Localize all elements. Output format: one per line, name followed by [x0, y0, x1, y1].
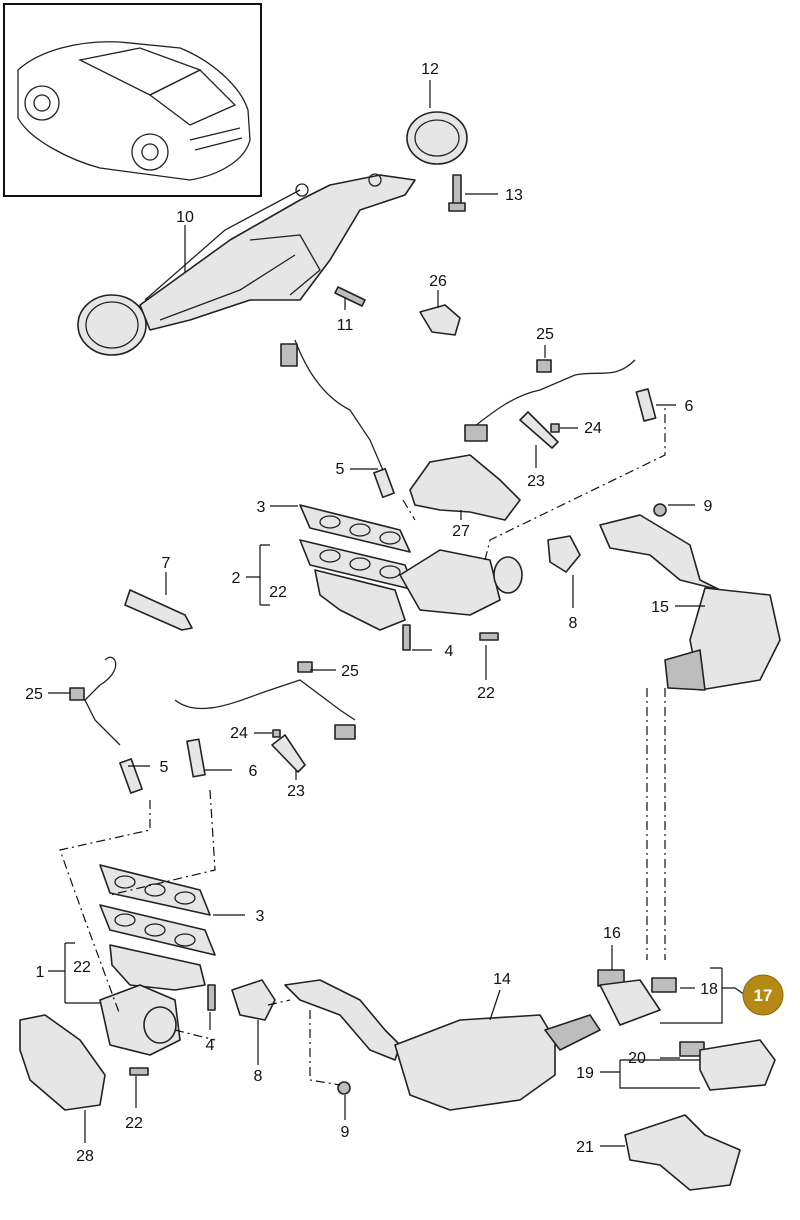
dashed-guide	[174, 1029, 216, 1041]
callout-27[interactable]: 27	[452, 523, 470, 540]
callout-20[interactable]: 20	[628, 1050, 646, 1067]
dashed-guide	[646, 688, 666, 960]
dashed-guide	[402, 499, 416, 521]
callout-22-upper[interactable]: 22	[477, 685, 495, 702]
callout-12[interactable]: 12	[421, 61, 439, 78]
highlight-badge-17[interactable]: 17	[742, 974, 784, 1016]
callout-25-lower[interactable]: 25	[25, 686, 43, 703]
oxygen-sensor-upper-right	[464, 359, 657, 442]
dashed-guide	[484, 405, 666, 561]
callout-28[interactable]: 28	[76, 1148, 94, 1165]
bracket-26	[419, 304, 461, 336]
callout-7[interactable]: 7	[162, 555, 171, 572]
bolt-4-upper	[402, 624, 411, 651]
bolt-13	[448, 174, 466, 212]
flange-gasket-upper	[547, 535, 581, 573]
callout-15[interactable]: 15	[651, 599, 669, 616]
heat-shield-upper	[409, 454, 521, 521]
callout-9-upper[interactable]: 9	[704, 498, 713, 515]
nut-9-upper	[653, 503, 667, 517]
callout-11[interactable]: 11	[337, 317, 354, 334]
callout-5-upper[interactable]: 5	[336, 461, 345, 478]
nut-24-lower	[272, 729, 281, 738]
twin-tailpipe-21	[624, 1114, 741, 1191]
dashed-guide	[109, 789, 216, 896]
callout-8-lower[interactable]: 8	[254, 1068, 263, 1085]
callout-21[interactable]: 21	[576, 1139, 594, 1156]
tailpipe-trim-19	[699, 1039, 776, 1091]
callout-3-upper[interactable]: 3	[257, 499, 266, 516]
oxygen-sensor-upper-left	[280, 339, 395, 499]
callout-23-lower[interactable]: 23	[287, 783, 305, 800]
callout-8-upper[interactable]: 8	[569, 615, 578, 632]
manifold-gaskets-upper	[299, 504, 416, 591]
bolt-22-lower	[129, 1067, 149, 1076]
leader-lines	[48, 80, 746, 1147]
callout-25-mid[interactable]: 25	[341, 663, 359, 680]
callout-26[interactable]: 26	[429, 273, 447, 290]
manifold-gaskets-lower	[99, 864, 216, 956]
callout-6-upper[interactable]: 6	[685, 398, 694, 415]
exhaust-manifold-lower	[99, 944, 206, 1056]
callout-1[interactable]: 1	[36, 964, 45, 981]
callout-24-lower[interactable]: 24	[230, 725, 248, 742]
bracket-23-lower	[271, 734, 306, 773]
bracket-23-upper	[519, 411, 559, 449]
rear-muffler-15	[599, 514, 781, 691]
clamp-18	[651, 977, 677, 993]
callout-6-lower[interactable]: 6	[249, 763, 258, 780]
callout-24-upper[interactable]: 24	[584, 420, 602, 437]
sealing-paste-tube	[124, 589, 193, 631]
nut-24-upper	[550, 423, 560, 433]
bolt-11	[334, 286, 366, 307]
callout-10[interactable]: 10	[176, 209, 194, 226]
highlight-badge-label: 17	[754, 986, 773, 1005]
callout-22-lower[interactable]: 22	[125, 1115, 143, 1132]
bolt-4-lower	[207, 984, 216, 1011]
clip-25-upper	[536, 359, 552, 373]
oxygen-sensor-lower-right	[174, 679, 356, 778]
clamp-ring	[406, 111, 468, 165]
bolt-22-upper	[479, 632, 499, 641]
rear-carrier-bracket	[77, 173, 416, 356]
callout-19[interactable]: 19	[576, 1065, 594, 1082]
dashed-guide	[309, 1010, 341, 1086]
callout-13[interactable]: 13	[505, 187, 523, 204]
callout-22-lower-left[interactable]: 22	[73, 959, 91, 976]
callout-4-upper[interactable]: 4	[445, 643, 454, 660]
callout-23-upper[interactable]: 23	[527, 473, 545, 490]
callout-5-lower[interactable]: 5	[160, 759, 169, 776]
vehicle-thumbnail	[3, 3, 262, 197]
callout-16[interactable]: 16	[603, 925, 621, 942]
nut-9-lower	[337, 1081, 351, 1095]
callout-25-upper[interactable]: 25	[536, 326, 554, 343]
exhaust-manifold-upper	[314, 549, 523, 631]
callout-18[interactable]: 18	[700, 981, 718, 998]
callout-9-lower[interactable]: 9	[341, 1124, 350, 1141]
heat-shield-lower	[19, 1014, 106, 1111]
callout-2[interactable]: 2	[232, 570, 241, 587]
dashed-guide	[59, 800, 151, 1016]
dashed-guide	[267, 999, 291, 1006]
flange-gasket-lower	[231, 979, 276, 1021]
callout-4-lower[interactable]: 4	[206, 1037, 215, 1054]
tailpipe-connector	[599, 979, 661, 1026]
callout-3-lower[interactable]: 3	[256, 908, 265, 925]
clip-25-mid	[297, 661, 313, 673]
callout-14[interactable]: 14	[493, 971, 511, 988]
callout-22-upper-left[interactable]: 22	[269, 584, 287, 601]
oxygen-sensor-lower-left	[84, 656, 143, 794]
clip-25-lower	[69, 687, 85, 701]
front-muffler-14	[284, 979, 601, 1111]
